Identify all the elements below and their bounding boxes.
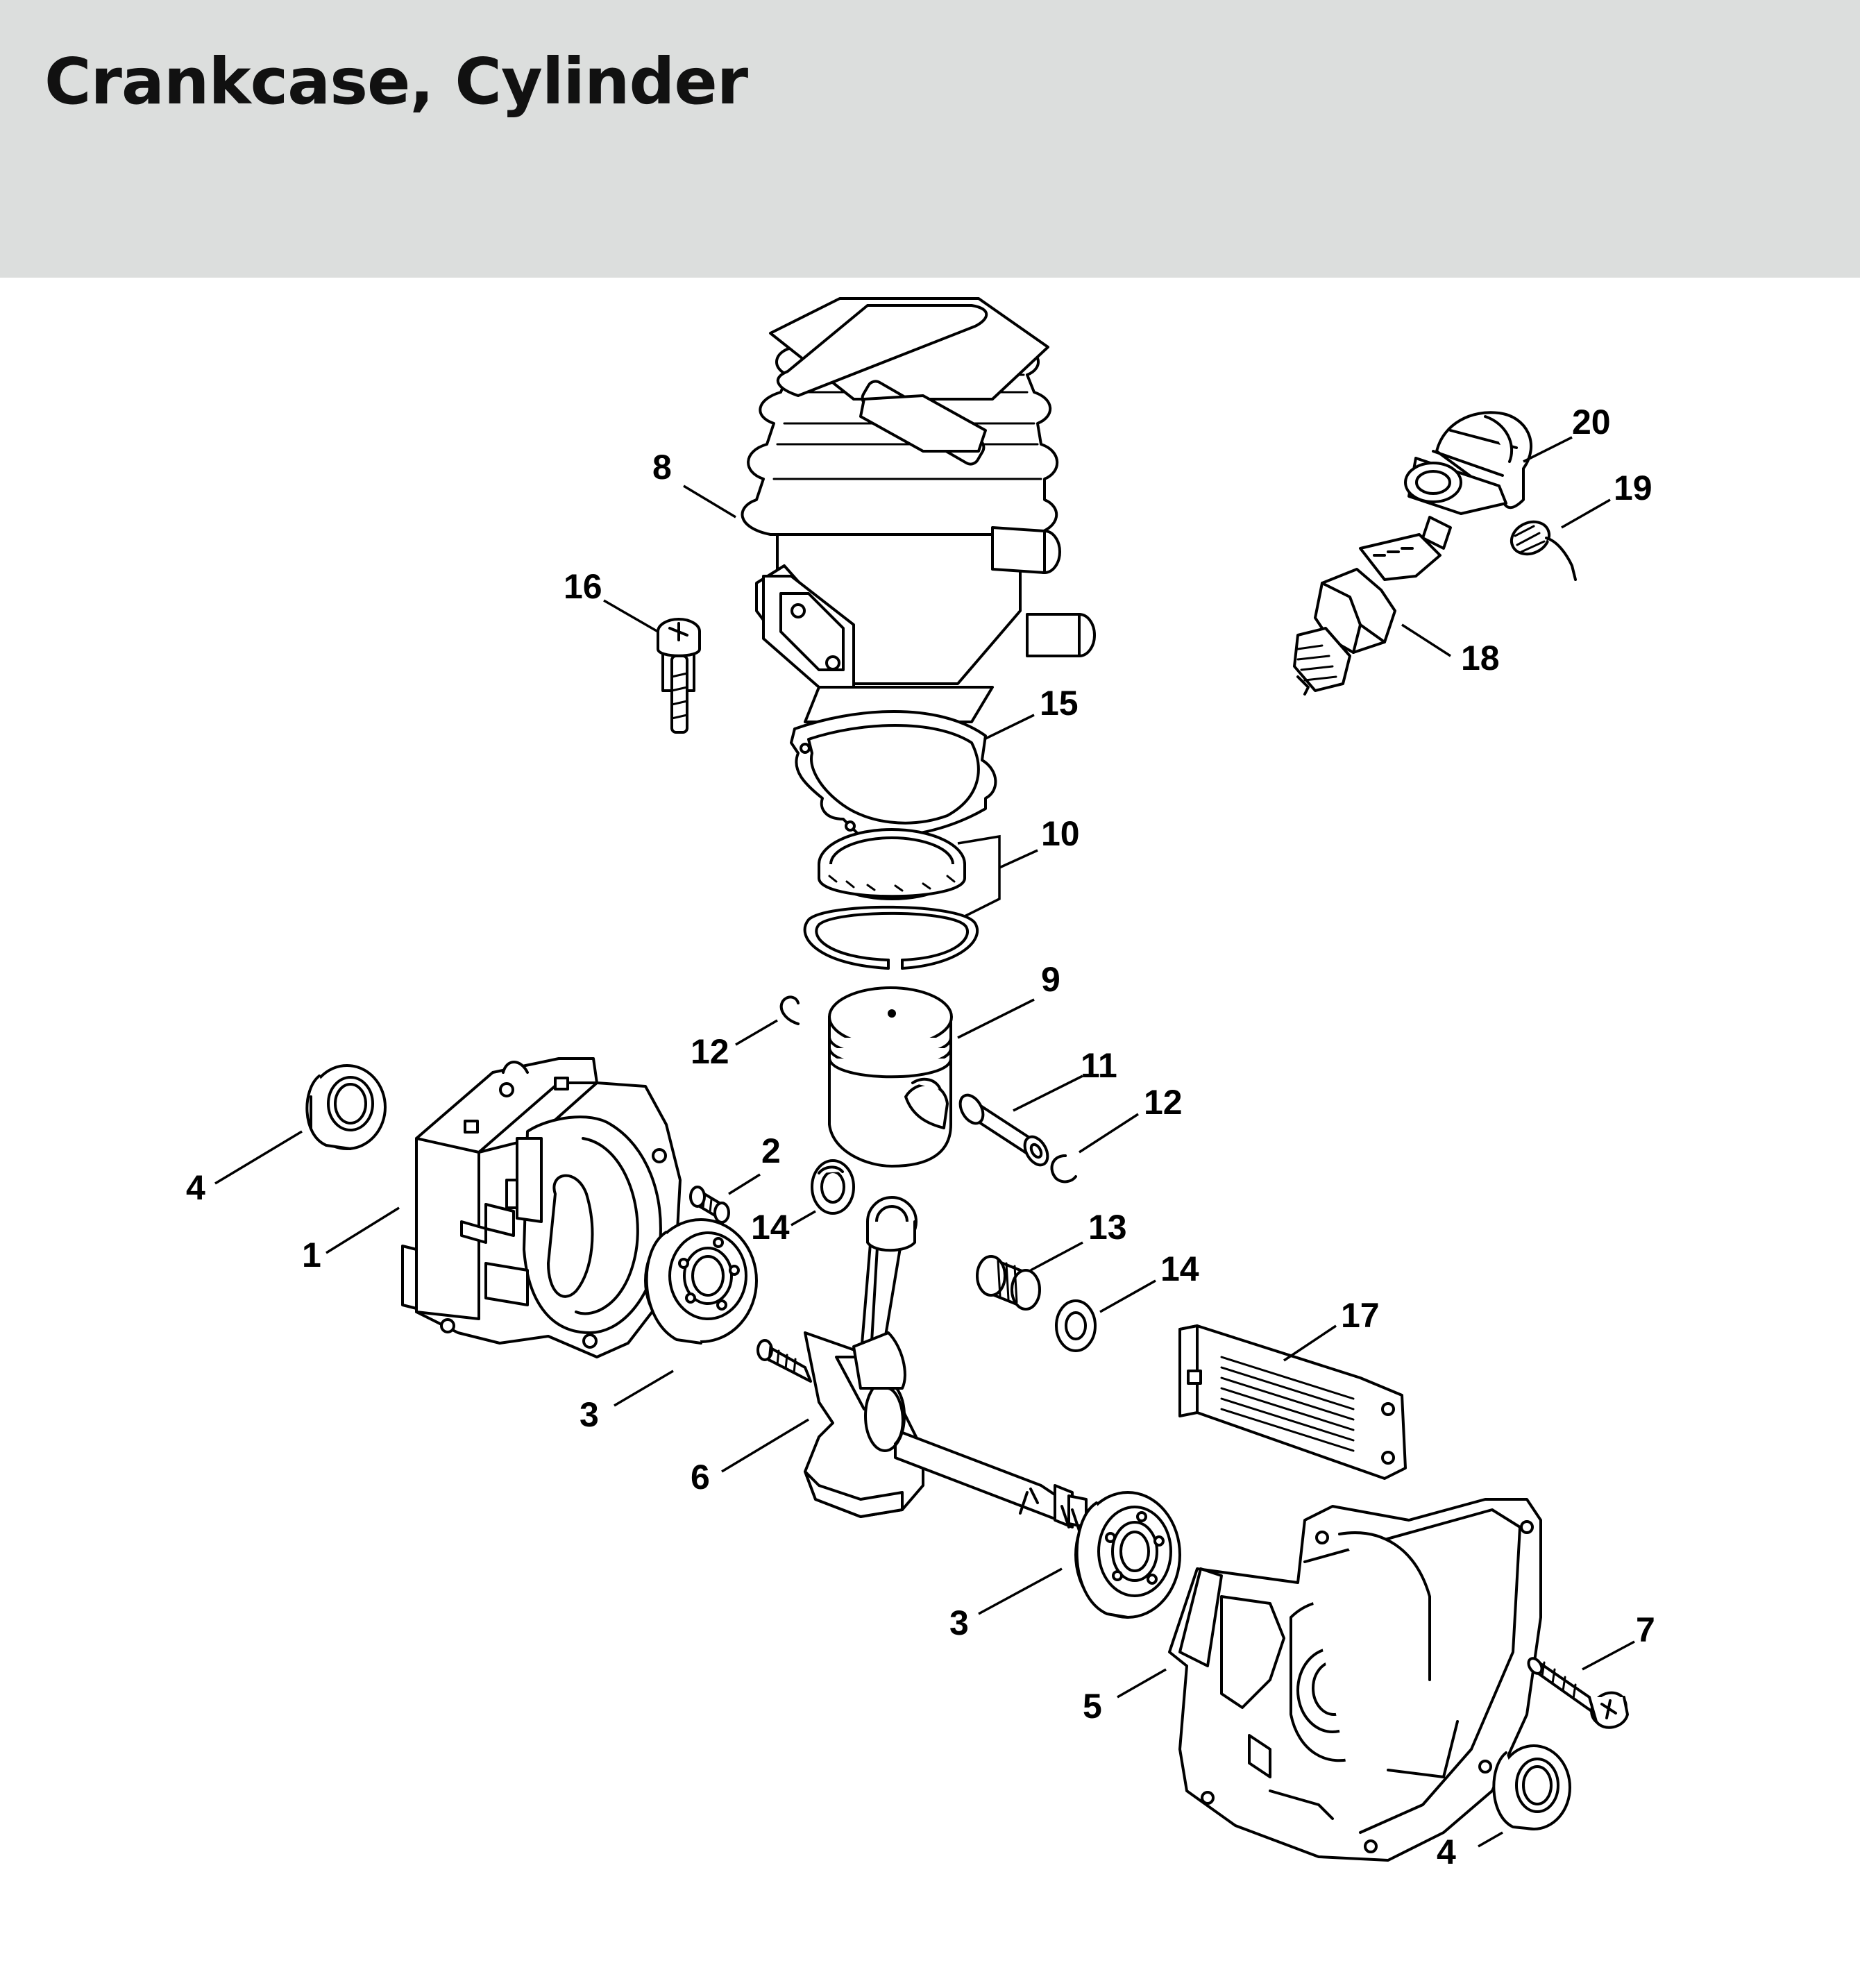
oil-seal-left[interactable] (305, 1064, 387, 1150)
intake-plate[interactable] (1178, 1324, 1407, 1480)
needle-cage[interactable] (976, 1255, 1041, 1311)
spark-plug[interactable] (1293, 516, 1452, 696)
leader-8 (683, 485, 736, 519)
callout-3-upper: 3 (580, 1395, 599, 1434)
cylinder[interactable] (741, 297, 1096, 723)
piston[interactable] (828, 986, 953, 1168)
callout-4-right: 4 (1437, 1833, 1456, 1871)
leader-12-right (1079, 1113, 1139, 1154)
spring[interactable] (1506, 516, 1577, 581)
leader-13 (1030, 1241, 1083, 1272)
leader-4-right (1478, 1831, 1503, 1848)
callout-2: 2 (761, 1131, 781, 1170)
ball-bearing-lower[interactable] (1074, 1491, 1181, 1619)
thrust-washer-lower[interactable] (1055, 1299, 1097, 1352)
leader-19 (1561, 498, 1611, 529)
callout-4-left: 4 (186, 1168, 205, 1207)
callout-numbers: 8 16 15 10 9 12 11 12 2 14 13 14 17 4 1 … (186, 403, 1655, 1871)
callout-19: 19 (1614, 469, 1652, 507)
piston-pin[interactable] (956, 1091, 1052, 1169)
callout-13: 13 (1088, 1208, 1127, 1247)
leader-2 (728, 1173, 761, 1195)
callout-3-lower: 3 (949, 1603, 969, 1642)
leader-12-left (735, 1019, 778, 1046)
spark-plug-boot[interactable] (1404, 411, 1532, 515)
callout-12-right: 12 (1144, 1083, 1183, 1122)
crankcase-right-half[interactable] (1168, 1498, 1542, 1862)
callout-5: 5 (1083, 1687, 1102, 1726)
leader-15 (983, 714, 1035, 741)
leader-3-lower (978, 1567, 1063, 1615)
leader-18 (1401, 623, 1451, 657)
leader-17 (1283, 1324, 1337, 1362)
leader-14-lower (1099, 1279, 1156, 1313)
callout-1: 1 (302, 1236, 321, 1274)
callout-17: 17 (1341, 1296, 1380, 1335)
callout-9: 9 (1041, 960, 1060, 999)
leader-3-upper (614, 1370, 674, 1407)
callout-14-lower: 14 (1160, 1249, 1199, 1288)
callout-11: 11 (1081, 1046, 1117, 1085)
piston-pin-circlip-left[interactable] (779, 995, 800, 1025)
leader-9 (957, 998, 1035, 1039)
callout-8: 8 (652, 448, 672, 487)
leader-6 (721, 1418, 809, 1473)
cylinder-gasket[interactable] (790, 710, 997, 839)
dowel-pin[interactable] (689, 1186, 730, 1224)
callout-20: 20 (1572, 403, 1611, 441)
leader-16 (603, 599, 659, 633)
parts-diagram: 8 16 15 10 9 12 11 12 2 14 13 14 17 4 1 … (186, 297, 1655, 1871)
ball-bearing-upper[interactable] (644, 1218, 758, 1345)
callout-10: 10 (1041, 814, 1080, 853)
leader-11 (1013, 1075, 1083, 1112)
piston-pin-circlip-right[interactable] (1050, 1154, 1077, 1183)
callout-6: 6 (691, 1458, 710, 1497)
crankshaft[interactable] (756, 1196, 1088, 1532)
page-title: Crankcase, Cylinder (44, 44, 748, 119)
leader-14-upper (790, 1210, 816, 1227)
callout-12-left: 12 (691, 1032, 729, 1071)
header-bar: Crankcase, Cylinder (0, 0, 1860, 278)
callout-15: 15 (1040, 684, 1079, 723)
leader-20 (1523, 436, 1573, 463)
callout-18: 18 (1461, 639, 1500, 677)
crankcase-screw[interactable] (1526, 1656, 1632, 1732)
crankcase-left-half[interactable] (401, 1057, 682, 1358)
oil-seal-right[interactable] (1492, 1744, 1571, 1830)
callout-14-upper: 14 (751, 1208, 790, 1247)
leader-5 (1117, 1668, 1167, 1699)
leader-4-left (214, 1130, 303, 1185)
leader-lines (214, 436, 1635, 1848)
leader-1 (326, 1206, 400, 1254)
leader-10-tick (999, 849, 1038, 869)
piston-rings[interactable] (803, 828, 979, 970)
leader-7 (1582, 1640, 1635, 1671)
thrust-washer-upper[interactable] (811, 1159, 855, 1215)
cylinder-screw[interactable] (657, 618, 701, 734)
callout-16: 16 (564, 567, 602, 606)
callout-7: 7 (1636, 1610, 1655, 1649)
